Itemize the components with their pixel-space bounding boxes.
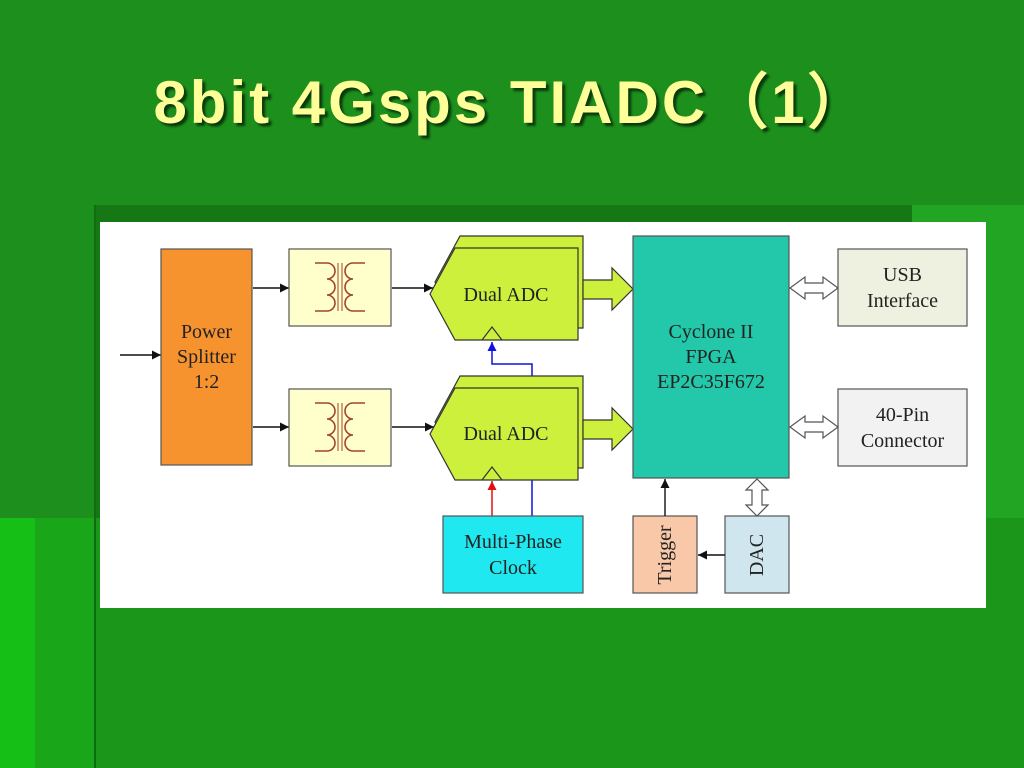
power-splitter-label-line: Splitter (177, 346, 236, 368)
usb-label-line: Interface (867, 290, 938, 312)
adc-front-shape (429, 387, 579, 481)
pin-connector-block: 40-Pin Connector (837, 388, 968, 467)
connector-label-line: Connector (861, 430, 945, 452)
clock-box (442, 515, 584, 594)
background-left-strip (0, 518, 35, 768)
adc-clock-notch (481, 466, 503, 481)
power-splitter-block: Power Splitter 1:2 (160, 248, 253, 466)
trigger-label: Trigger (654, 525, 676, 585)
slide-title: 8bit 4Gsps TIADC（1） (153, 69, 871, 136)
data-bus-arrow-top (582, 266, 634, 312)
transformer-icon (315, 262, 365, 312)
fpga-label-line: FPGA (685, 346, 737, 368)
clock-label-line: Clock (489, 557, 537, 579)
pin-connector-box (837, 388, 968, 467)
transformer-box (288, 248, 392, 327)
trigger-block: Trigger (632, 515, 698, 594)
transformer-icon (315, 402, 365, 452)
transformer-box (288, 388, 392, 467)
bidirectional-arrow-connector (788, 414, 840, 440)
dac-label: DAC (746, 534, 768, 576)
dual-adc-top: Dual ADC (429, 235, 584, 341)
fpga-box (632, 235, 790, 479)
trigger-box (632, 515, 698, 594)
usb-interface-block: USB Interface (837, 248, 968, 327)
adc-clock-notch (481, 326, 503, 341)
dac-block: DAC (724, 515, 790, 594)
bidirectional-arrow-usb (788, 275, 840, 301)
adc-label: Dual ADC (464, 423, 549, 445)
clock-label-line: Multi-Phase (464, 531, 562, 553)
fpga-label-line: EP2C35F672 (657, 371, 765, 393)
adc-front-shape (429, 247, 579, 341)
usb-label-line: USB (883, 264, 922, 286)
power-splitter-box (160, 248, 253, 466)
usb-interface-box (837, 248, 968, 327)
power-splitter-label-line: Power (181, 321, 232, 343)
fpga-block: Cyclone II FPGA EP2C35F672 (632, 235, 790, 479)
background-lower-left (35, 518, 95, 768)
adc-label: Dual ADC (464, 284, 549, 306)
transformer-top (288, 248, 392, 327)
dual-adc-bottom: Dual ADC (429, 375, 584, 481)
fpga-label-line: Cyclone II (669, 321, 754, 343)
dac-box (724, 515, 790, 594)
power-splitter-label-line: 1:2 (194, 371, 220, 393)
multi-phase-clock-block: Multi-Phase Clock (442, 515, 584, 594)
transformer-bottom (288, 388, 392, 467)
data-bus-arrow-bottom (582, 406, 634, 452)
connector-label-line: 40-Pin (876, 404, 929, 426)
background-divider (94, 205, 96, 768)
